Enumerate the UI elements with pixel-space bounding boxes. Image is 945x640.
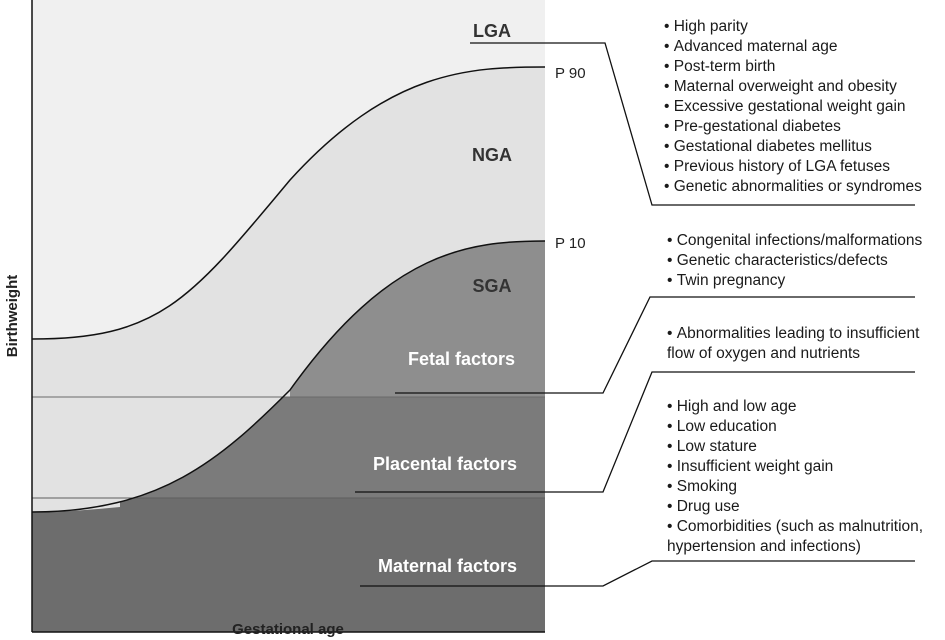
maternal-factors-label: Maternal factors (378, 556, 517, 576)
maternal-cause-item: Low education (667, 417, 923, 437)
fetal-leader-line (395, 296, 915, 394)
lga-causes-list: High parityAdvanced maternal agePost-ter… (664, 17, 922, 197)
lga-cause-item: Previous history of LGA fetuses (664, 157, 922, 177)
placental-causes-list: Abnormalities leading to insufficientflo… (667, 324, 919, 364)
fetal-causes-list: Congenital infections/malformationsGenet… (667, 231, 923, 291)
maternal-cause-item: Drug use (667, 497, 923, 517)
fetal-cause-item: Twin pregnancy (667, 271, 922, 291)
placental-factors-label: Placental factors (373, 454, 517, 474)
maternal-cause-item: Insufficient weight gain (667, 457, 923, 477)
maternal-leader-line (360, 560, 915, 587)
lga-cause-item: Excessive gestational weight gain (664, 97, 922, 117)
y-axis-label: Birthweight (4, 275, 21, 358)
placental-leader-line (355, 371, 915, 493)
lga-cause-item: Maternal overweight and obesity (664, 77, 922, 97)
x-axis-label: Gestational age (232, 621, 344, 638)
nga-region-lower (32, 390, 290, 512)
p90-label: P 90 (555, 65, 586, 82)
p10-label: P 10 (555, 235, 586, 252)
maternal-cause-item: Low stature (667, 437, 923, 457)
maternal-cause-item: High and low age (667, 397, 923, 417)
maternal-band (32, 498, 545, 632)
fetal-cause-item: Genetic characteristics/defects (667, 251, 922, 271)
lga-cause-item: Advanced maternal age (664, 37, 922, 57)
fetal-cause-item: Congenital infections/malformations (667, 231, 923, 251)
lga-cause-item: Gestational diabetes mellitus (664, 137, 922, 157)
maternal-cause-item: hypertension and infections) (667, 538, 861, 555)
nga-label: NGA (472, 145, 512, 165)
p10-curve (31, 240, 546, 513)
lga-cause-item: Post-term birth (664, 57, 922, 77)
p90-curve (31, 66, 546, 340)
maternal-cause-item: Smoking (667, 477, 923, 497)
lga-cause-item: Pre-gestational diabetes (664, 117, 922, 137)
placental-cause-item: flow of oxygen and nutrients (667, 345, 861, 362)
maternal-causes-list: High and low ageLow educationLow stature… (667, 397, 923, 557)
maternal-cause-item: Comorbidities (such as malnutrition, (667, 517, 923, 537)
sga-label: SGA (472, 276, 511, 296)
lga-cause-item: Genetic abnormalities or syndromes (664, 177, 922, 197)
placental-cause-item: Abnormalities leading to insufficient (667, 324, 920, 344)
nga-region-corner (32, 498, 120, 512)
lga-cause-item: High parity (664, 17, 922, 37)
lga-label: LGA (473, 21, 511, 41)
fetal-factors-label: Fetal factors (408, 349, 515, 369)
lga-leader-line (470, 42, 915, 206)
